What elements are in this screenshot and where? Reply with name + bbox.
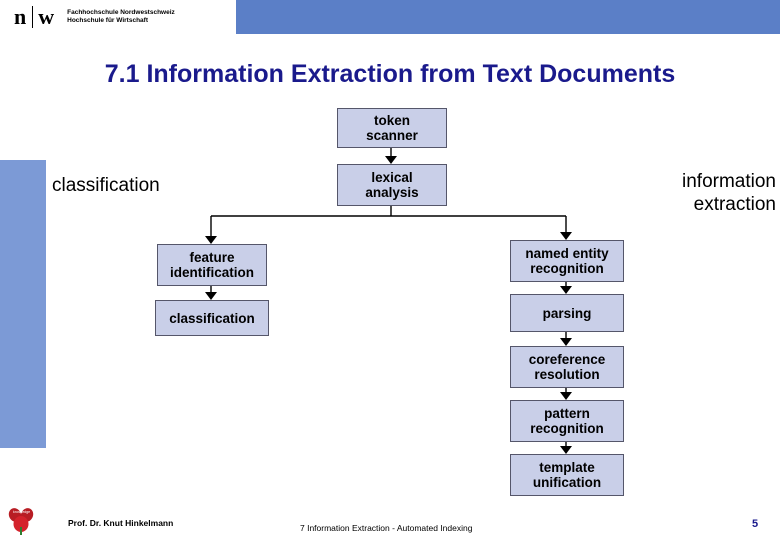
node-token-scanner[interactable]: token scanner bbox=[337, 108, 447, 148]
node-label: token scanner bbox=[366, 113, 418, 143]
footer-page-number: 5 bbox=[752, 518, 759, 530]
node-label: pattern recognition bbox=[530, 406, 604, 436]
label-classification-group: classification bbox=[52, 175, 160, 196]
node-template-unification[interactable]: template unification bbox=[510, 454, 624, 496]
node-label: coreference resolution bbox=[528, 352, 606, 382]
svg-text:knowledge: knowledge bbox=[13, 510, 30, 514]
node-coreference-resolution[interactable]: coreference resolution bbox=[510, 346, 624, 388]
node-pattern-recognition[interactable]: pattern recognition bbox=[510, 400, 624, 442]
logo-institution-text: Fachhochschule Nordwestschweiz Hochschul… bbox=[67, 9, 175, 26]
node-label: lexical analysis bbox=[365, 170, 419, 200]
left-accent-band bbox=[0, 160, 46, 448]
node-label: feature identification bbox=[170, 250, 254, 280]
node-label: parsing bbox=[542, 305, 592, 321]
logo-line-2: Hochschule für Wirtschaft bbox=[67, 17, 148, 24]
node-parsing[interactable]: parsing bbox=[510, 294, 624, 332]
node-label: template unification bbox=[532, 460, 602, 490]
node-label: classification bbox=[169, 310, 255, 326]
flower-icon: knowledge bbox=[8, 508, 34, 535]
page-title: 7.1 Information Extraction from Text Doc… bbox=[104, 60, 676, 88]
node-feature-identification[interactable]: feature identification bbox=[157, 244, 267, 286]
label-information-extraction-group: information extraction bbox=[682, 171, 776, 215]
footer-subject: 7 Information Extraction - Automated Ind… bbox=[300, 523, 473, 533]
footer-author: Prof. Dr. Knut Hinkelmann bbox=[68, 518, 174, 528]
node-named-entity-recognition[interactable]: named entity recognition bbox=[510, 240, 624, 282]
node-label: named entity recognition bbox=[525, 246, 609, 276]
node-classification[interactable]: classification bbox=[155, 300, 269, 336]
logo-line-1: Fachhochschule Nordwestschweiz bbox=[67, 8, 175, 16]
node-lexical-analysis[interactable]: lexical analysis bbox=[337, 164, 447, 206]
